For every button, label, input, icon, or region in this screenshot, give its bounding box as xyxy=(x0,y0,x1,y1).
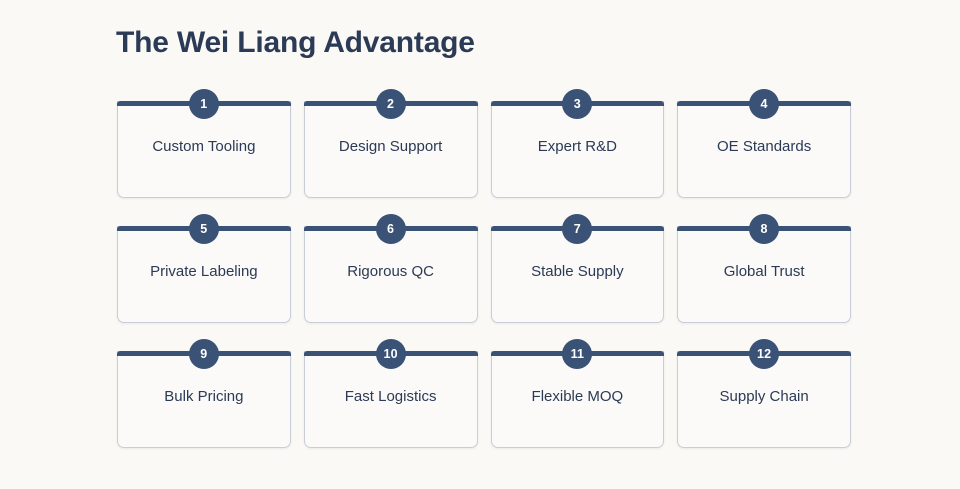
card-label: Expert R&D xyxy=(537,138,617,155)
card-number-badge: 4 xyxy=(749,89,780,119)
card-number-badge: 3 xyxy=(562,89,593,119)
card-number-badge: 5 xyxy=(188,214,219,244)
advantage-card[interactable]: 4 OE Standards xyxy=(677,89,851,198)
card-number-badge: 2 xyxy=(375,89,406,119)
card-label: OE Standards xyxy=(717,138,812,155)
card-label: Bulk Pricing xyxy=(164,388,244,405)
card-number-badge: 6 xyxy=(375,214,406,244)
card-label: Private Labeling xyxy=(150,263,258,280)
card-number-badge: 9 xyxy=(188,339,219,369)
card-label: Global Trust xyxy=(723,263,805,280)
card-label: Custom Tooling xyxy=(152,138,256,155)
card-label: Fast Logistics xyxy=(344,388,437,405)
card-number-badge: 1 xyxy=(188,89,219,119)
card-number-badge: 11 xyxy=(562,339,593,369)
card-label: Stable Supply xyxy=(531,263,624,280)
card-number-badge: 12 xyxy=(749,339,780,369)
card-number-badge: 10 xyxy=(375,339,406,369)
card-label: Rigorous QC xyxy=(347,263,434,280)
card-label: Supply Chain xyxy=(719,388,809,405)
card-label: Flexible MOQ xyxy=(531,388,624,405)
card-number-badge: 7 xyxy=(562,214,593,244)
card-label: Design Support xyxy=(338,138,443,155)
page-title: The Wei Liang Advantage xyxy=(116,26,475,59)
card-number-badge: 8 xyxy=(749,214,780,244)
